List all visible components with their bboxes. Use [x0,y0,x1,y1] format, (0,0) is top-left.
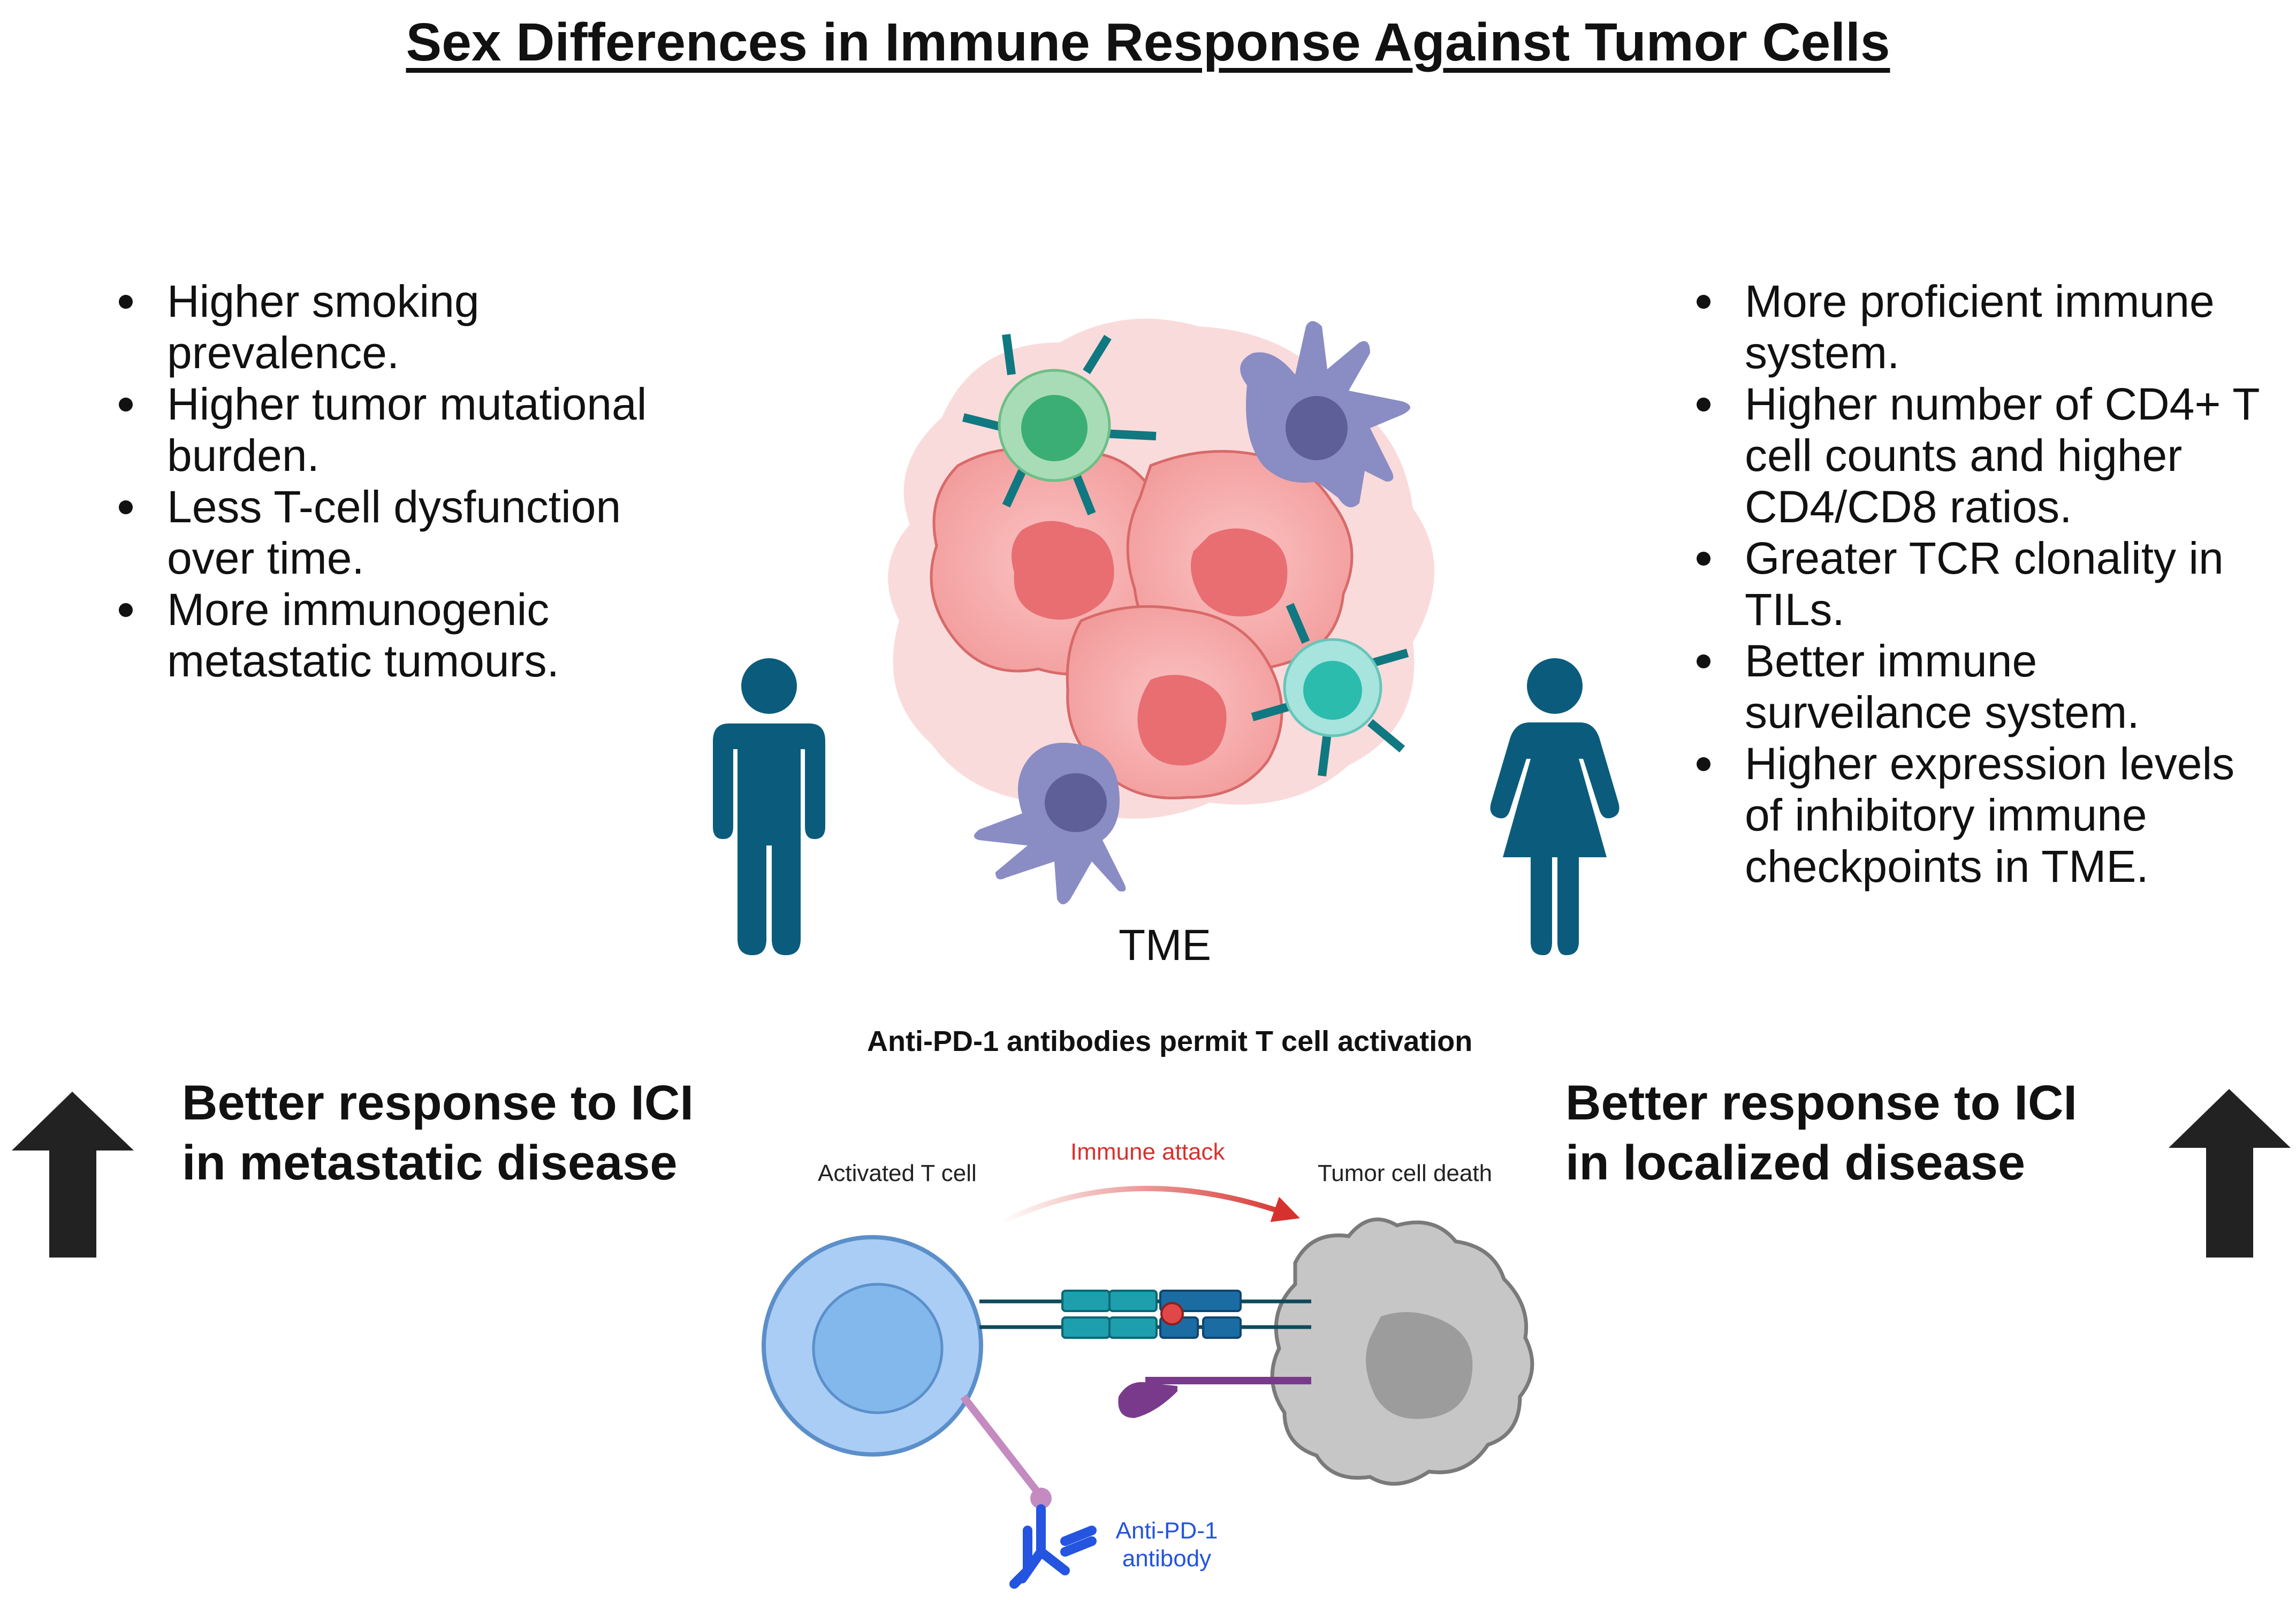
tumor-nucleus [1191,528,1288,616]
mechanism-illustration [762,1186,1534,1589]
tcr-receptor [1061,1316,1111,1339]
t-cell-nucleus [812,1283,944,1414]
tcr-receptor [1061,1290,1111,1312]
female-factor-item: Greater TCR clonality in TILs. [1691,532,2269,635]
immune-attack-label: Immune attack [1070,1139,1225,1165]
tme-label: TME [1119,921,1212,970]
male-factor-item: Less T-cell dysfunction over time. [113,481,713,584]
antigen [1160,1302,1184,1325]
male-response-line: in metastatic disease [182,1136,678,1190]
t-cell-teal [1251,603,1409,776]
tumor-nucleus [1137,675,1227,766]
male-factor-item: More immunogenic metastatic tumours. [113,584,713,687]
male-response-line: Better response to ICI [182,1076,694,1130]
male-response: Better response to ICI in metastatic dis… [182,1073,771,1193]
female-factor-item: More proficient immune system. [1691,276,2269,378]
female-factor-item: Higher number of CD4+ T cell counts and … [1691,378,2269,532]
female-response-line: Better response to ICI [1565,1076,2077,1130]
male-factor-item: Higher smoking prevalence. [113,276,713,378]
pd-l1-ligand [1118,1382,1177,1418]
male-factor-list: Higher smoking prevalence. Higher tumor … [113,276,713,687]
tumor-nucleus [1012,521,1114,620]
tcr-receptor [1108,1290,1158,1312]
immune-attack-arrow [999,1186,1300,1225]
tumor-cell-death-label: Tumor cell death [1318,1160,1493,1186]
antibody-label: Anti-PD-1 antibody [1115,1518,1218,1572]
tcr-receptor [1108,1316,1158,1339]
mechanism-title: Anti-PD-1 antibodies permit T cell activ… [867,1025,1473,1057]
mhc-receptor [1202,1316,1242,1339]
dendritic-cell [974,743,1126,904]
up-arrow-icon [2169,1089,2291,1258]
dying-tumor-nucleus [1366,1312,1473,1419]
dendritic-cell [1240,321,1410,507]
anti-pd1-antibody-icon [1009,1504,1097,1589]
activated-t-cell-label: Activated T cell [818,1160,977,1186]
page-title: Sex Differences in Immune Response Again… [406,12,1890,72]
female-factor-item: Better immune surveilance system. [1691,635,2269,738]
male-factor-item: Higher tumor mutational burden. [113,378,713,481]
man-icon [713,658,825,955]
female-factor-item: Higher expression levels of inhibitory i… [1691,738,2269,892]
female-response-line: in localized disease [1565,1136,2026,1190]
tumor-microenvironment [888,318,1434,904]
female-factor-list: More proficient immune system. Higher nu… [1691,276,2269,892]
t-cell-green [962,333,1157,515]
woman-icon [1490,658,1620,955]
up-arrow-icon [12,1092,134,1258]
female-response: Better response to ICI in localized dise… [1565,1073,2154,1193]
